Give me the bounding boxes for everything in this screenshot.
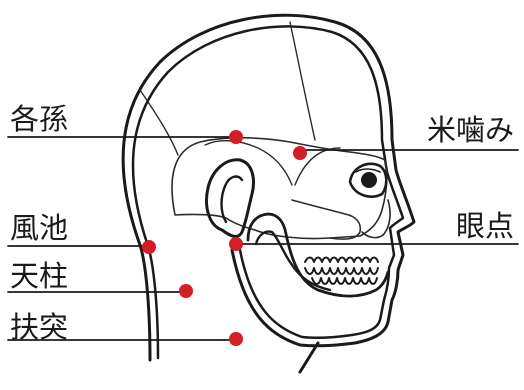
point-dot-futotsu [229,332,243,346]
teeth-row-2 [312,278,377,284]
label-futotsu: 扶突 [10,313,68,342]
skull-suture-2 [290,22,315,140]
label-fuchi: 風池 [10,214,68,243]
ear [207,160,254,237]
point-dot-beigami [293,146,307,160]
label-tenchu: 天柱 [10,262,68,291]
point-dot-fuchi [142,240,156,254]
label-ganten: 眼点 [456,212,514,241]
eye [361,172,377,188]
eyelid [356,169,380,172]
cheekbone [292,200,360,239]
teeth-upper [305,258,378,263]
label-kakuson: 各孫 [10,105,68,134]
skull-suture-3 [205,141,292,185]
label-beigami: 米噛み [427,116,514,145]
teeth-lower [305,268,378,274]
skull-suture-1 [140,90,178,155]
head-outline-inner [133,26,403,358]
point-dot-kakuson [229,130,243,144]
point-dot-tenchu [179,284,193,298]
ear-inner [222,177,243,222]
point-dot-ganten [229,237,243,251]
neck-front [300,343,318,372]
